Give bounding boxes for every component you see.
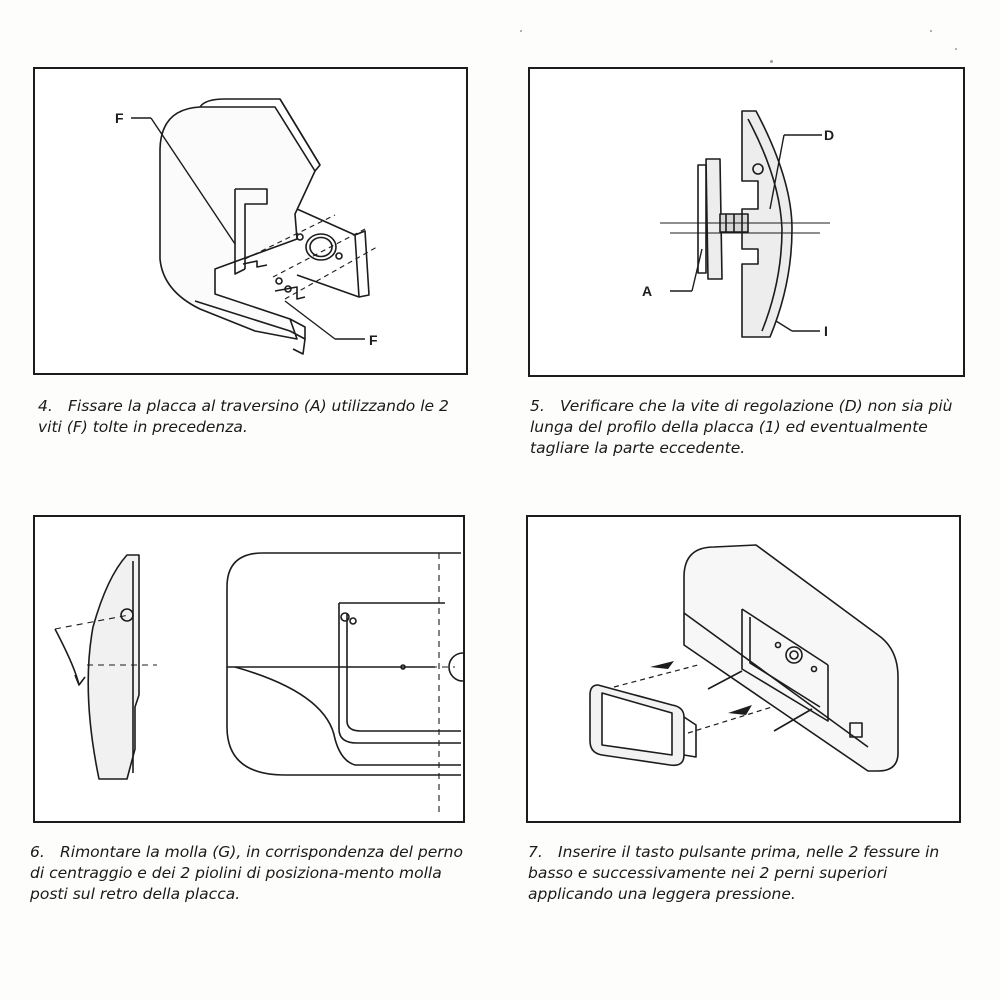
step-number: 7.: [528, 843, 543, 861]
step-7-caption: 7.Inserire il tasto pulsante prima, nell…: [528, 842, 963, 905]
scan-speck: [770, 60, 773, 63]
callout-label-f-lower: F: [369, 332, 378, 348]
step-number: 6.: [30, 843, 45, 861]
spring-refit-drawing: [54, 552, 463, 817]
plate-crossbar-drawing: F F: [115, 98, 378, 355]
illustration-step-5: D A I: [528, 67, 965, 377]
step-number: 5.: [530, 397, 545, 415]
scan-speck: [930, 30, 932, 32]
step-6-caption: 6.Rimontare la molla (G), in corrisponde…: [30, 842, 468, 905]
callout-label-a: A: [642, 283, 652, 299]
illustration-step-6: [33, 515, 465, 823]
step-text: Inserire il tasto pulsante prima, nelle …: [528, 843, 940, 903]
adjusting-screw-section-drawing: D A I: [642, 110, 834, 339]
callout-label-d: D: [824, 127, 834, 143]
push-button-insertion-drawing: [589, 544, 899, 772]
step-text: Rimontare la molla (G), in corrispondenz…: [30, 843, 463, 903]
illustration-step-7: [526, 515, 961, 823]
step-5-caption: 5.Verificare che la vite di regolazione …: [530, 396, 970, 459]
callout-label-f-upper: F: [115, 110, 124, 126]
step-text: Verificare che la vite di regolazione (D…: [530, 397, 953, 457]
callout-label-i: I: [824, 323, 828, 339]
step-number: 4.: [38, 397, 53, 415]
step-text: Fissare la placca al traversino (A) util…: [38, 397, 449, 436]
step-4-caption: 4.Fissare la placca al traversino (A) ut…: [38, 396, 470, 438]
scan-speck: [955, 48, 957, 50]
illustration-step-4: F F: [33, 67, 468, 375]
scan-speck: [520, 30, 522, 32]
